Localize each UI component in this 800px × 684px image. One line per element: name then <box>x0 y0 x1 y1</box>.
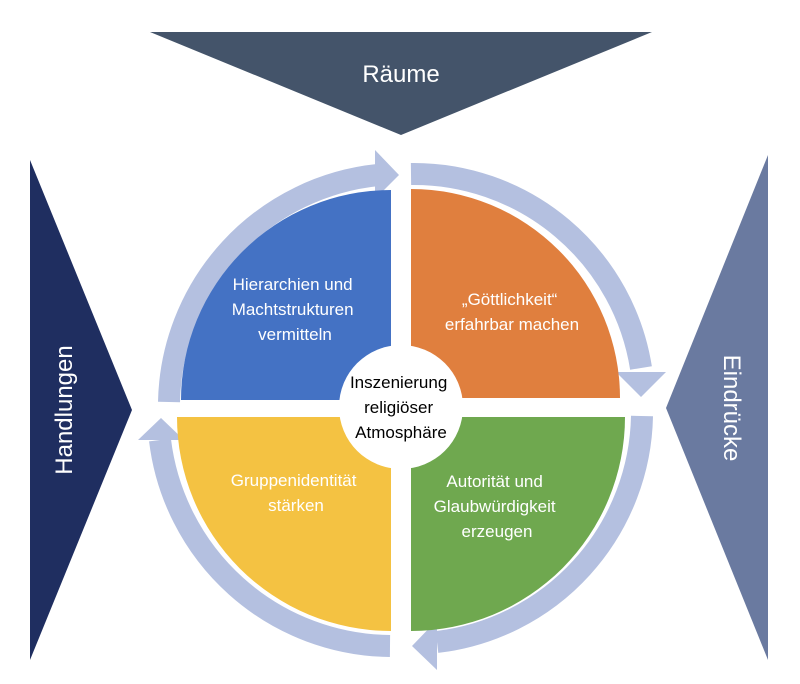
quadrant-top-left <box>181 190 391 400</box>
right-triangle <box>666 155 768 660</box>
center-label: Inszenierung religiöser Atmosphäre <box>350 373 452 442</box>
quadrant-bottom-right-line-2: Glaubwürdigkeit <box>434 497 556 516</box>
center-line-3: Atmosphäre <box>355 423 447 442</box>
quadrant-bottom-right <box>411 417 625 631</box>
quadrant-top-left-line-3: vermitteln <box>258 325 332 344</box>
center-line-1: Inszenierung <box>350 373 447 392</box>
quadrant-top-right-line-2: erfahrbar machen <box>445 315 579 334</box>
quadrant-top-left-line-1: Hierarchien und <box>233 275 353 294</box>
center-line-2: religiöser <box>364 398 433 417</box>
quadrant-top-right-line-1: „Göttlichkeit“ <box>462 290 558 309</box>
quadrant-top-left-line-2: Machtstrukturen <box>232 300 354 319</box>
quadrant-bottom-right-line-1: Autorität und <box>446 472 542 491</box>
quadrant-bottom-left-label: Gruppenidentität stärken <box>231 471 361 515</box>
arrow-band-top-right <box>410 162 666 397</box>
top-triangle-label: Räume <box>362 61 439 88</box>
arrow-band-top-left <box>158 150 399 403</box>
center-circle <box>339 345 463 469</box>
quadrant-top-right-label: „Göttlichkeit“ erfahrbar machen <box>445 290 579 334</box>
top-triangle <box>150 32 652 135</box>
quadrant-bottom-right-label: Autorität und Glaubwürdigkeit erzeugen <box>434 472 561 541</box>
quadrant-bottom-left <box>177 417 391 631</box>
quadrant-top-left-label: Hierarchien und Machtstrukturen vermitte… <box>232 275 359 344</box>
arrow-band-bottom-right <box>412 415 653 670</box>
quadrant-bottom-right-line-3: erzeugen <box>462 522 533 541</box>
left-triangle-label: Handlungen <box>51 345 78 474</box>
left-triangle <box>30 160 132 660</box>
quadrant-bottom-left-line-2: stärken <box>268 496 324 515</box>
arrow-band-bottom-left <box>138 418 391 657</box>
quadrant-bottom-left-line-1: Gruppenidentität <box>231 471 357 490</box>
quadrant-top-right <box>411 189 620 398</box>
right-triangle-label: Eindrücke <box>718 355 745 462</box>
